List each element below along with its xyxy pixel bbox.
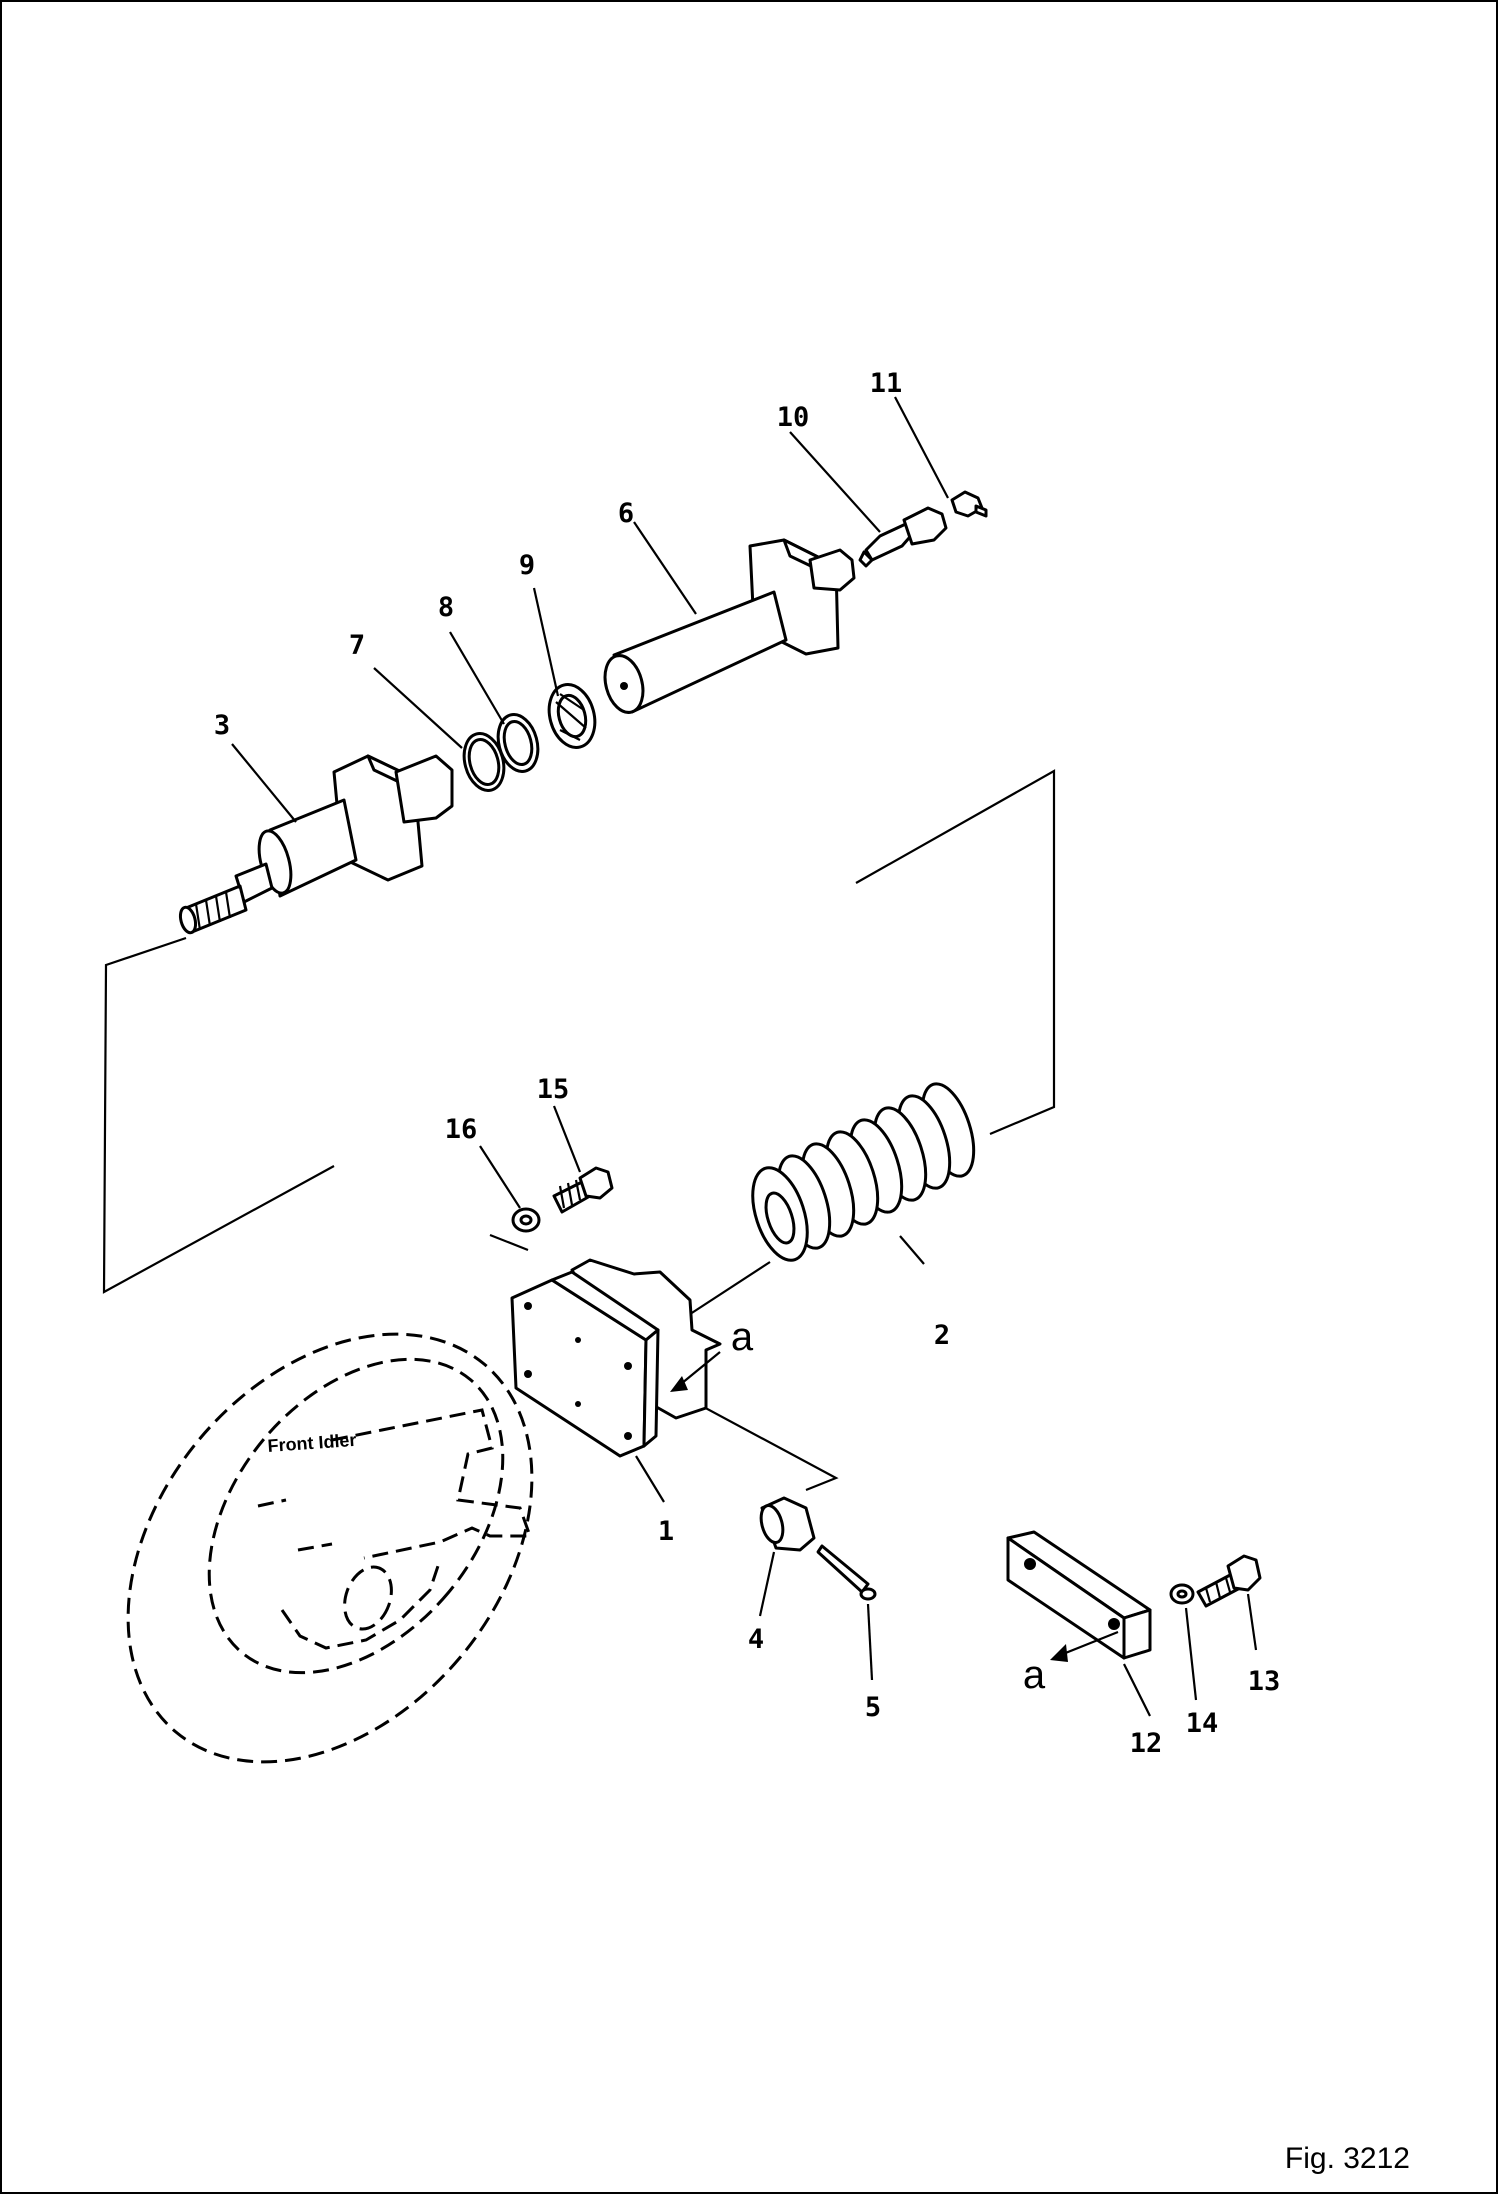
callout-15[interactable]: 15: [537, 1074, 570, 1105]
part-10-valve[interactable]: [858, 506, 948, 568]
view-a-label-bottom: a: [1023, 1653, 1046, 1697]
part-13-bolt[interactable]: [1196, 1554, 1262, 1608]
front-idler-label: Front Idler: [267, 1430, 357, 1456]
callout-16[interactable]: 16: [445, 1114, 478, 1145]
callout-5[interactable]: 5: [865, 1692, 881, 1723]
callout-8[interactable]: 8: [438, 592, 454, 623]
part-1-yoke[interactable]: [510, 1258, 722, 1458]
part-2-spring[interactable]: [742, 1078, 983, 1268]
figure-label: Fig. 3212: [1285, 2142, 1410, 2175]
callout-4[interactable]: 4: [748, 1624, 764, 1655]
part-14-washer[interactable]: [1169, 1583, 1195, 1605]
view-arrow-a-yoke: [670, 1351, 721, 1392]
callout-10[interactable]: 10: [777, 402, 810, 433]
leader-lines: [231, 396, 1258, 1717]
part-3-rod[interactable]: [178, 754, 454, 935]
part-15-bolt[interactable]: [552, 1166, 614, 1214]
callout-3[interactable]: 3: [214, 710, 230, 741]
callout-14[interactable]: 14: [1186, 1708, 1219, 1739]
part-6-cylinder[interactable]: [599, 538, 856, 717]
callout-1[interactable]: 1: [658, 1516, 674, 1547]
callout-11[interactable]: 11: [870, 368, 903, 399]
callout-2[interactable]: 2: [934, 1320, 950, 1351]
callout-6[interactable]: 6: [618, 498, 634, 529]
part-4-nut[interactable]: [757, 1496, 816, 1552]
view-a-label-top: a: [731, 1315, 754, 1359]
callout-9[interactable]: 9: [519, 550, 535, 581]
callout-13[interactable]: 13: [1248, 1666, 1281, 1697]
callout-7[interactable]: 7: [349, 630, 365, 661]
part-7-o-ring[interactable]: [458, 729, 510, 795]
front-idler-outline: [126, 1332, 534, 1764]
part-11-grease-fitting[interactable]: [950, 490, 988, 518]
part-8-ring[interactable]: [492, 710, 544, 776]
callout-numbers: 11 10 6 9 8 7 3 15 16 2 1 4 5 12 14 13: [214, 368, 1280, 1759]
callout-12[interactable]: 12: [1130, 1728, 1163, 1759]
view-arrow-a: [1050, 1630, 1119, 1662]
part-5-pin[interactable]: [816, 1544, 877, 1601]
part-9-ring[interactable]: [542, 679, 601, 752]
part-16-washer[interactable]: [511, 1207, 541, 1233]
part-12-plate[interactable]: [1006, 1530, 1152, 1660]
